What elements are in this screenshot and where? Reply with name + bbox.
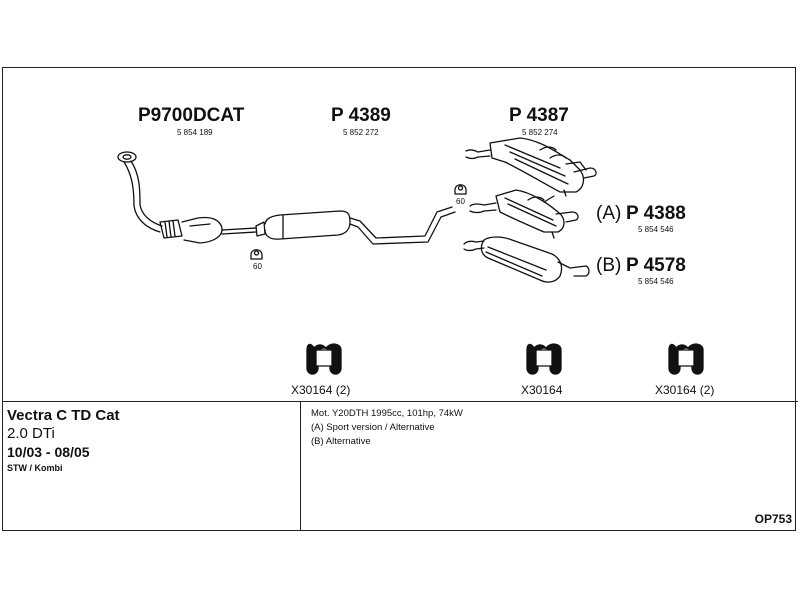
part-number-rear-a: P 4388 (626, 203, 686, 224)
diagram-frame (2, 67, 796, 531)
divider-vertical (300, 401, 301, 531)
vehicle-info: Vectra C TD Cat 2.0 DTi 10/03 - 08/05 ST… (7, 407, 120, 473)
note-variant-a: (A) Sport version / Alternative (311, 422, 435, 433)
bracket-x30164-center (526, 343, 562, 375)
vehicle-engine: 2.0 DTi (7, 425, 55, 442)
variant-a-label: (A) (596, 203, 622, 224)
rear-silencer-a (469, 189, 579, 239)
oem-number-rear-a: 5 854 546 (638, 225, 674, 234)
hanger-label-right: 60 (456, 197, 465, 206)
part-number-rear-b: P 4578 (626, 255, 686, 276)
variant-b-label: (B) (596, 255, 622, 276)
hanger-label-left: 60 (253, 262, 262, 271)
middle-silencer (255, 206, 456, 245)
diagram-code: OP753 (754, 512, 792, 526)
vehicle-years: 10/03 - 08/05 (7, 444, 90, 460)
bracket-code-right: X30164 (2) (655, 383, 715, 397)
front-pipe-catalyst (123, 160, 257, 244)
part-number-rear: P 4387 (509, 105, 569, 126)
oem-number-rear: 5 852 274 (522, 128, 558, 137)
bracket-code-center: X30164 (521, 383, 563, 397)
oem-number-middle: 5 852 272 (343, 128, 379, 137)
bracket-x30164-right (668, 343, 704, 375)
oem-number-rear-b: 5 854 546 (638, 277, 674, 286)
bracket-code-left: X30164 (2) (291, 383, 351, 397)
part-number-middle: P 4389 (331, 105, 391, 126)
vehicle-title: Vectra C TD Cat (7, 407, 120, 424)
front-pipe-flange (117, 151, 137, 163)
vehicle-body: STW / Kombi (7, 463, 63, 473)
oem-number-front: 5 854 189 (177, 128, 213, 137)
notes-block: Mot. Y20DTH 1995cc, 101hp, 74kW (A) Spor… (311, 407, 463, 449)
part-number-front: P9700DCAT (138, 105, 245, 126)
hanger-rubber-left (250, 249, 263, 260)
rear-silencer-main (465, 137, 597, 197)
hanger-rubber-right (454, 184, 467, 195)
note-variant-b: (B) Alternative (311, 436, 371, 447)
bracket-x30164-left (306, 343, 342, 375)
note-engine: Mot. Y20DTH 1995cc, 101hp, 74kW (311, 408, 463, 419)
divider-horizontal (2, 401, 798, 402)
rear-silencer-b (463, 236, 590, 283)
